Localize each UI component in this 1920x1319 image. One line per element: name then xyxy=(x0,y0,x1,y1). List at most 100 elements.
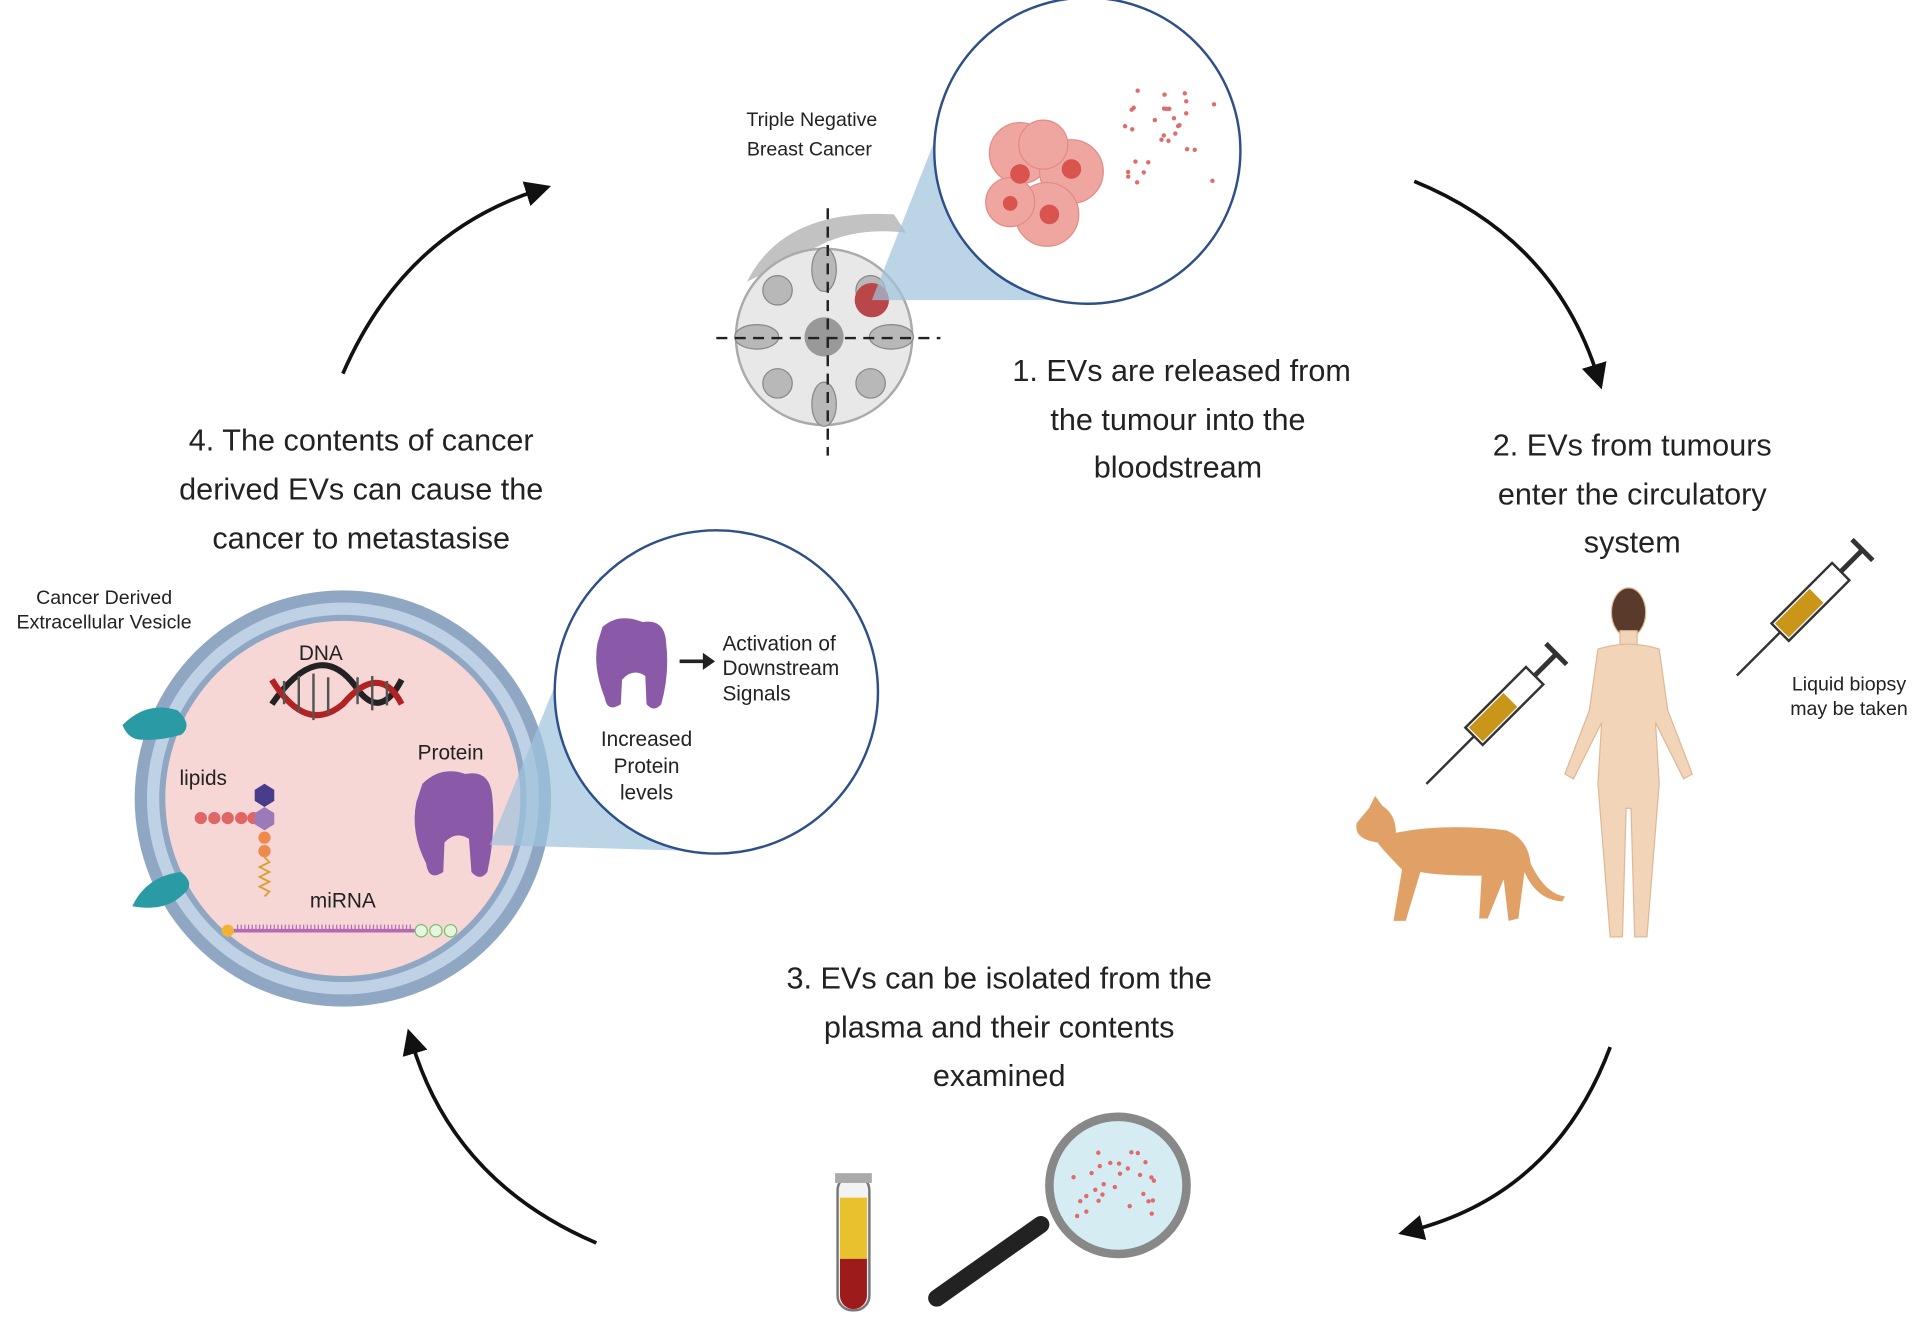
svg-text:bloodstream: bloodstream xyxy=(1094,451,1262,485)
ev-particle xyxy=(1162,92,1167,97)
svg-text:derived EVs can cause the: derived EVs can cause the xyxy=(179,473,543,507)
human-figure xyxy=(1564,587,1694,938)
lipids-label: lipids xyxy=(180,767,227,790)
lipid-icon xyxy=(194,783,275,898)
svg-text:Increased: Increased xyxy=(601,728,692,751)
ev-particle xyxy=(1100,1192,1105,1197)
ev-particle xyxy=(1210,178,1215,184)
ev-particle xyxy=(1125,169,1131,175)
tnbc-label-line1: Triple Negative xyxy=(746,109,877,131)
ev-particle xyxy=(1074,1213,1080,1219)
ev-particle xyxy=(1161,133,1167,138)
biopsy-label-line2: may be taken xyxy=(1790,698,1908,720)
vesicle-label-line1: Cancer Derived xyxy=(36,587,172,609)
svg-text:Downstream: Downstream xyxy=(722,657,839,680)
ev-particle xyxy=(1096,1150,1101,1155)
ev-particle xyxy=(1173,131,1178,136)
arrow-right-icon xyxy=(702,652,716,670)
dna-icon xyxy=(269,662,405,721)
ev-particle xyxy=(1134,180,1140,185)
ev-particle xyxy=(1084,1193,1089,1199)
arrow-step1-to-step2 xyxy=(1413,179,1607,390)
ev-particle xyxy=(1184,99,1189,104)
ev-particle xyxy=(1150,1198,1156,1203)
ev-particle xyxy=(1129,1150,1134,1155)
ev-particle xyxy=(1146,1199,1151,1204)
svg-text:Protein: Protein xyxy=(614,755,680,778)
protein-zoom-circle: Activation of Downstream Signals Increas… xyxy=(553,529,880,855)
ev-particle xyxy=(1137,1172,1143,1178)
ev-particle xyxy=(1146,160,1151,165)
svg-text:2. EVs from tumours: 2. EVs from tumours xyxy=(1493,429,1772,463)
ev-particle xyxy=(1141,1191,1146,1197)
vesicle-label-line2: Extracellular Vesicle xyxy=(16,611,191,633)
svg-text:enter the circulatory: enter the circulatory xyxy=(1498,478,1767,512)
step4-text: 4. The contents of cancer derived EVs ca… xyxy=(179,424,543,556)
ev-particle xyxy=(1151,1178,1157,1183)
ev-particle xyxy=(1184,111,1189,116)
svg-text:4. The contents of cancer: 4. The contents of cancer xyxy=(189,424,534,458)
ev-particle xyxy=(1089,1170,1094,1176)
ev-particle xyxy=(1071,1175,1076,1180)
tnbc-label-line2: Breast Cancer xyxy=(747,139,873,161)
ev-particle xyxy=(1078,1198,1083,1204)
step2-text: 2. EVs from tumours enter the circulator… xyxy=(1493,429,1772,560)
ev-particle xyxy=(1112,1184,1118,1190)
mirna-label: miRNA xyxy=(310,889,376,912)
svg-text:Activation of: Activation of xyxy=(722,632,836,655)
arrow-step4-to-step1 xyxy=(341,181,552,375)
svg-text:examined: examined xyxy=(933,1059,1066,1093)
arrow-step3-to-step4 xyxy=(402,1028,598,1245)
ev-particle xyxy=(1135,88,1140,93)
ev-particle xyxy=(1177,122,1182,128)
ev-particle xyxy=(1116,1161,1122,1166)
arrow-step2-to-step3 xyxy=(1398,1046,1612,1241)
ev-particle xyxy=(1171,115,1177,121)
ev-particle xyxy=(1096,1198,1101,1203)
ev-particle xyxy=(1127,1203,1132,1209)
ev-particle xyxy=(1131,105,1136,110)
membrane-protein-icon xyxy=(122,707,187,740)
svg-text:plasma and their contents: plasma and their contents xyxy=(824,1010,1175,1044)
svg-text:3. EVs can be isolated from th: 3. EVs can be isolated from the xyxy=(786,961,1211,995)
step3-text: 3. EVs can be isolated from the plasma a… xyxy=(786,961,1211,1093)
ev-particle xyxy=(1211,102,1217,107)
svg-text:system: system xyxy=(1584,525,1681,559)
ev-particle xyxy=(1126,174,1131,179)
breast-illustration xyxy=(716,208,941,456)
ev-particle xyxy=(1159,137,1164,142)
ev-particle xyxy=(1093,1187,1098,1192)
ev-particle xyxy=(1125,1166,1131,1171)
cat-figure xyxy=(1356,796,1565,921)
ev-particle xyxy=(1184,146,1190,152)
membrane-protein-icon xyxy=(132,871,190,908)
protein-label: Protein xyxy=(418,741,484,764)
extracellular-vesicle: DNA Protein lipids miRNA xyxy=(122,590,552,1007)
ev-particle xyxy=(1166,138,1171,143)
ev-particle xyxy=(1141,170,1146,175)
svg-text:levels: levels xyxy=(620,782,673,805)
ev-particle xyxy=(1149,1211,1154,1216)
syringe-icon-right xyxy=(1735,537,1875,677)
ev-particle xyxy=(1164,106,1169,112)
ev-particle xyxy=(1117,1171,1123,1176)
svg-text:the tumour into the: the tumour into the xyxy=(1050,403,1305,437)
syringe-icon-left xyxy=(1425,641,1569,785)
ev-particle xyxy=(1130,127,1135,132)
ev-particle xyxy=(1192,147,1197,152)
tumour-zoom-circle xyxy=(933,0,1242,305)
svg-text:Signals: Signals xyxy=(722,683,790,706)
ev-particle xyxy=(1108,1160,1113,1166)
ev-particle xyxy=(1149,1175,1154,1180)
mirna-icon xyxy=(221,923,458,938)
protein-icon xyxy=(414,771,494,877)
svg-text:cancer to metastasise: cancer to metastasise xyxy=(212,522,510,556)
step1-text: 1. EVs are released from the tumour into… xyxy=(1012,354,1351,485)
blood-test-tube xyxy=(835,1173,872,1312)
ev-particle xyxy=(1182,91,1188,96)
magnifier-icon xyxy=(928,1112,1191,1307)
ev-particle xyxy=(1152,117,1158,123)
svg-text:1. EVs are released from: 1. EVs are released from xyxy=(1012,354,1351,388)
ev-particle xyxy=(1135,1150,1141,1156)
